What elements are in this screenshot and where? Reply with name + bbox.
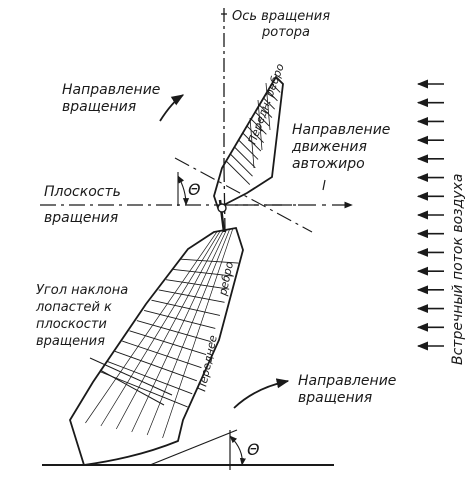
- theta-bottom-label: Θ: [247, 440, 260, 459]
- blade-rib: [229, 153, 253, 177]
- blade-rib: [267, 90, 278, 102]
- rotor-axis-label: Ось вращения: [232, 9, 330, 24]
- blade-rib: [166, 279, 230, 290]
- leading-edge-bottom-label: Переднее: [195, 334, 220, 393]
- blade-rib: [158, 289, 225, 303]
- blade-rib: [271, 83, 281, 93]
- theta-top-label: Θ: [188, 180, 201, 199]
- blade-span-line: [146, 229, 231, 436]
- blade-rib: [259, 104, 273, 118]
- blade-rib: [129, 330, 207, 356]
- blade-rib: [122, 340, 202, 369]
- motion-direction-label-2: движения: [291, 139, 367, 155]
- blade-rib: [254, 111, 270, 127]
- blade-angle-label-3: плоскости: [36, 317, 107, 332]
- blade-rib: [180, 258, 239, 264]
- blade-span-line: [131, 229, 227, 433]
- motion-direction-label-3: автожиро: [292, 156, 365, 172]
- theta-angle-top: [177, 172, 190, 206]
- rotation-plane-label-2: вращения: [44, 210, 118, 226]
- rotation-plane-label: Плоскость: [44, 184, 121, 200]
- blade-rib: [173, 269, 234, 277]
- rotation-direction-bottom-label: Направление: [298, 373, 396, 389]
- blade-rib: [250, 118, 267, 135]
- blade-rib: [107, 361, 193, 395]
- blade-angle-label-2: лопастей к: [35, 300, 112, 315]
- blade-span-line: [115, 230, 224, 430]
- blade-span-line: [162, 228, 234, 439]
- motion-direction-guide: [174, 157, 313, 233]
- leader-lines: [89, 357, 173, 406]
- blade-rib: [136, 320, 211, 342]
- blade-rib: [151, 299, 221, 316]
- blade-angle-label-4: вращения: [36, 334, 105, 349]
- rotation-arrow-top: [159, 94, 185, 122]
- rotation-arrow-bottom: [233, 378, 290, 409]
- theta-angle-bottom: [229, 435, 246, 466]
- blade-rib: [238, 139, 259, 160]
- motion-direction-label: Направление: [292, 122, 390, 138]
- blade-span-line: [100, 230, 221, 427]
- blade-rib: [225, 160, 251, 185]
- blade-rib: [234, 146, 256, 169]
- oncoming-flow-arrows: [416, 79, 444, 351]
- blade-span-line: [85, 231, 218, 424]
- lower-blade: [69, 226, 244, 466]
- upper-blade: [213, 75, 284, 210]
- blade-angle-label: Угол наклона: [36, 283, 128, 298]
- rotor-axis-line: [221, 8, 227, 233]
- rotation-direction-top-label: Направление: [62, 82, 160, 98]
- blade-rib: [144, 309, 216, 329]
- oncoming-flow-label: Встречный поток воздуха: [450, 174, 466, 365]
- blade-rib: [263, 97, 276, 110]
- rotation-direction-top-label-2: вращения: [62, 99, 136, 115]
- leading-edge-bottom-label-2: ребро: [216, 260, 236, 297]
- rotation-direction-bottom-label-2: вращения: [298, 390, 372, 406]
- rotor-axis-label-2: ротора: [261, 25, 310, 40]
